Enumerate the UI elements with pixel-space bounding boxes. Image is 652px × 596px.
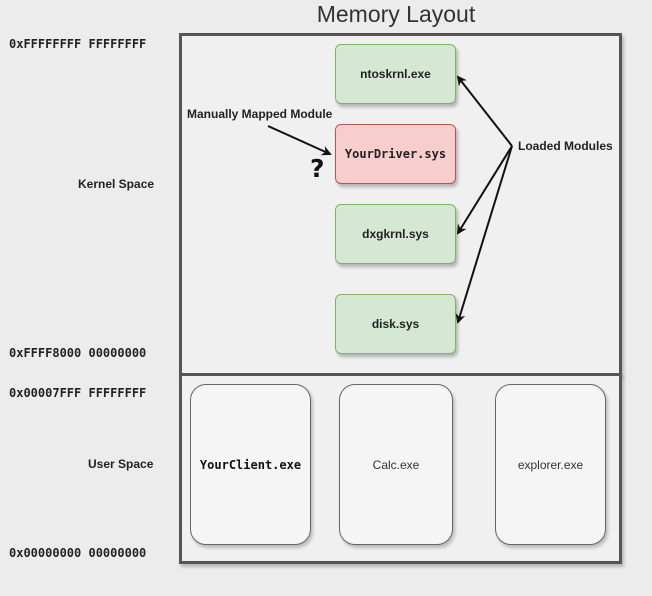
question-mark-icon: ? bbox=[310, 154, 325, 183]
module-yourdriver[interactable]: YourDriver.sys bbox=[335, 124, 456, 184]
address-user-bottom: 0x00000000 00000000 bbox=[9, 546, 147, 560]
loaded-modules-annotation: Loaded Modules bbox=[518, 139, 613, 153]
arrow-loaded-to-disk bbox=[455, 145, 513, 324]
manual-mapped-annotation: Manually Mapped Module bbox=[187, 107, 333, 121]
module-ntoskrnl-label: ntoskrnl.exe bbox=[360, 67, 431, 81]
module-disk-label: disk.sys bbox=[371, 317, 420, 331]
arrow-loaded-to-ntoskrnl bbox=[456, 75, 513, 147]
kernel-space-label: Kernel Space bbox=[78, 177, 155, 191]
module-disk[interactable]: disk.sys bbox=[335, 294, 456, 354]
address-user-top: 0x00007FFF FFFFFFFF bbox=[9, 386, 147, 400]
process-explorer[interactable]: explorer.exe bbox=[495, 384, 606, 545]
module-yourdriver-label: YourDriver.sys bbox=[344, 147, 447, 161]
process-yourclient[interactable]: YourClient.exe bbox=[190, 384, 311, 545]
arrow-manual-to-yourdriver bbox=[267, 125, 332, 156]
process-calc[interactable]: Calc.exe bbox=[339, 384, 453, 545]
diagram-title: Memory Layout bbox=[316, 1, 476, 27]
module-dxgkrnl[interactable]: dxgkrnl.sys bbox=[335, 204, 456, 264]
user-space-label: User Space bbox=[88, 457, 154, 471]
module-ntoskrnl[interactable]: ntoskrnl.exe bbox=[335, 44, 456, 104]
process-yourclient-label: YourClient.exe bbox=[199, 457, 302, 472]
address-kernel-bottom: 0xFFFF8000 00000000 bbox=[9, 346, 147, 360]
address-kernel-top: 0xFFFFFFFF FFFFFFFF bbox=[9, 37, 147, 51]
arrow-loaded-to-dxgkrnl bbox=[456, 145, 513, 235]
process-calc-label: Calc.exe bbox=[372, 457, 420, 472]
process-explorer-label: explorer.exe bbox=[517, 457, 584, 472]
module-dxgkrnl-label: dxgkrnl.sys bbox=[362, 227, 429, 241]
